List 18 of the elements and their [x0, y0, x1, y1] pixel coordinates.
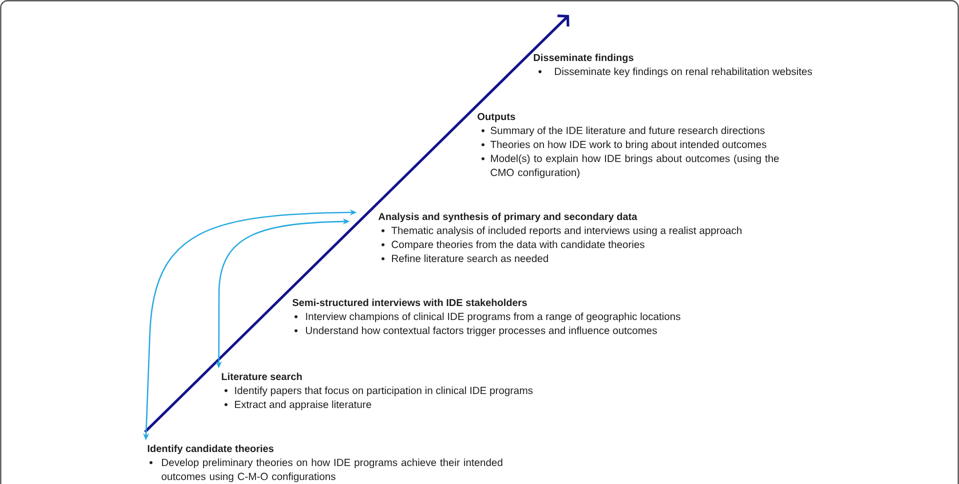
- stage-heading: Identify candidate theories: [148, 444, 274, 454]
- bullet-text: Develop preliminary theories on how IDE programs achieve their intended outcomes using C-M-O configurations: [162, 458, 502, 482]
- bullet-text: Refine literature search as needed: [392, 254, 548, 262]
- bullet-text: Compare theories from the data with candidate theories: [392, 240, 644, 250]
- bullet-text: Thematic analysis of included reports and interviews using a realist approach: [391, 226, 742, 236]
- bullet-text: Theories on how IDE work to bring about intended outcomes: [490, 140, 766, 150]
- bullet-text: Understand how contextual factors trigger processes and influence outcomes: [306, 326, 657, 336]
- stage-heading: Literature search: [222, 372, 302, 380]
- stage-heading: Semi-structured interviews with IDE stakeholders: [292, 298, 527, 306]
- stage-heading: Disseminate findings: [534, 54, 634, 64]
- stage-heading: Analysis and synthesis of primary and secondary data: [378, 212, 638, 222]
- stage-heading: Outputs: [478, 113, 516, 122]
- bullet-text: Model(s) to explain how IDE brings about outcomes (using the CMO configuration): [490, 154, 779, 178]
- bullet-text: Identify papers that focus on participation in clinical IDE programs: [235, 386, 533, 396]
- bullet-text: Summary of the IDE literature and future research directions: [490, 126, 765, 136]
- bullet-text: Extract and appraise literature: [235, 400, 372, 410]
- bullet-text: Interview champions of clinical IDE programs from a range of geographic locations: [306, 312, 680, 322]
- bullet-text: Disseminate key findings on renal rehabilitation websites: [555, 68, 812, 78]
